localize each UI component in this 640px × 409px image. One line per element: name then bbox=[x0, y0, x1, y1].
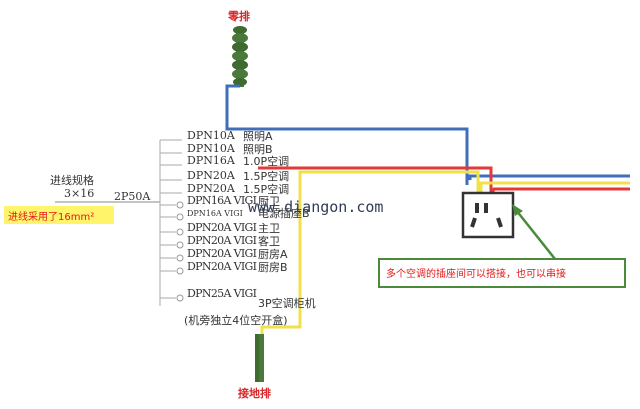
rcd-symbol-icon bbox=[176, 241, 184, 249]
rcd-symbol-icon bbox=[176, 201, 184, 209]
rcd-symbol-icon bbox=[176, 267, 184, 275]
breaker-model: DPN16A VIGI bbox=[187, 194, 257, 207]
callout-box bbox=[378, 258, 626, 288]
breaker-load: 3P空调柜机 bbox=[258, 296, 316, 310]
breaker-model: DPN20A VIGI bbox=[187, 234, 257, 247]
ground-wire-out bbox=[479, 181, 630, 193]
neutral-busbar bbox=[232, 26, 248, 87]
breaker-note-label: (机旁独立4位空开盒) bbox=[184, 313, 288, 327]
ground-busbar bbox=[255, 334, 264, 382]
ground-wire bbox=[298, 170, 480, 195]
neutral-wire-out bbox=[468, 174, 630, 180]
breaker-model: DPN16A VIGI bbox=[187, 209, 243, 218]
rcd-symbol-icon bbox=[176, 228, 184, 236]
callout-arrow bbox=[515, 209, 556, 260]
breaker-model: DPN25A VIGI bbox=[187, 287, 257, 300]
socket-box bbox=[461, 191, 515, 239]
breaker-load: 客卫 bbox=[258, 234, 280, 248]
breaker-load: 电源插座B bbox=[258, 206, 310, 220]
breaker-load: 1.5P空调 bbox=[243, 182, 289, 196]
rcd-symbol-icon bbox=[176, 213, 184, 221]
callout-text: 多个空调的插座间可以搭接，也可以串接 bbox=[386, 267, 566, 280]
breaker-load: 1.0P空调 bbox=[243, 154, 289, 168]
breaker-load: 照明A bbox=[243, 130, 273, 143]
breaker-load: 厨房A bbox=[258, 248, 288, 261]
breaker-model: DPN10A bbox=[187, 142, 236, 155]
breaker-model: DPN20A bbox=[187, 169, 236, 182]
rcd-symbol-icon bbox=[176, 294, 184, 302]
live-wire bbox=[258, 166, 493, 195]
incoming-cable-highlight bbox=[4, 206, 114, 224]
breaker-model: DPN20A VIGI bbox=[187, 221, 257, 234]
breaker-model: DPN16A bbox=[187, 154, 236, 167]
main-breaker-label: 2P50A bbox=[114, 190, 151, 203]
incoming-spec-label: 进线规格 bbox=[50, 173, 94, 187]
breaker-load: 主卫 bbox=[258, 222, 280, 235]
neutral-bar-label: 零排 bbox=[227, 9, 250, 23]
breaker-load: 照明B bbox=[243, 143, 273, 156]
breaker-model: DPN20A VIGI bbox=[187, 260, 257, 273]
breaker-load: 厨卫 bbox=[258, 195, 280, 208]
incoming-cable-label: 进线采用了16mm² bbox=[8, 210, 94, 223]
watermark-text: www.diangon.com bbox=[248, 198, 383, 216]
breaker-load: 1.5P空调 bbox=[243, 169, 289, 183]
incoming-size-label: 3×16 bbox=[64, 187, 94, 200]
callout-arrowhead bbox=[512, 204, 523, 216]
rcd-symbol-icon bbox=[176, 254, 184, 262]
breaker-load: 厨房B bbox=[258, 261, 288, 274]
breaker-model: DPN20A VIGI bbox=[187, 247, 257, 260]
ground-bar-label: 接地排 bbox=[238, 386, 271, 400]
ground-wire-down bbox=[260, 188, 302, 334]
breaker-model: DPN10A bbox=[187, 129, 236, 142]
neutral-wire bbox=[225, 84, 469, 185]
breaker-model: DPN20A bbox=[187, 182, 236, 195]
breaker-branches: DPN10A 照明A DPN10A 照明B DPN16A 1.0P空调 DPN20A 1.5P… bbox=[160, 129, 316, 310]
